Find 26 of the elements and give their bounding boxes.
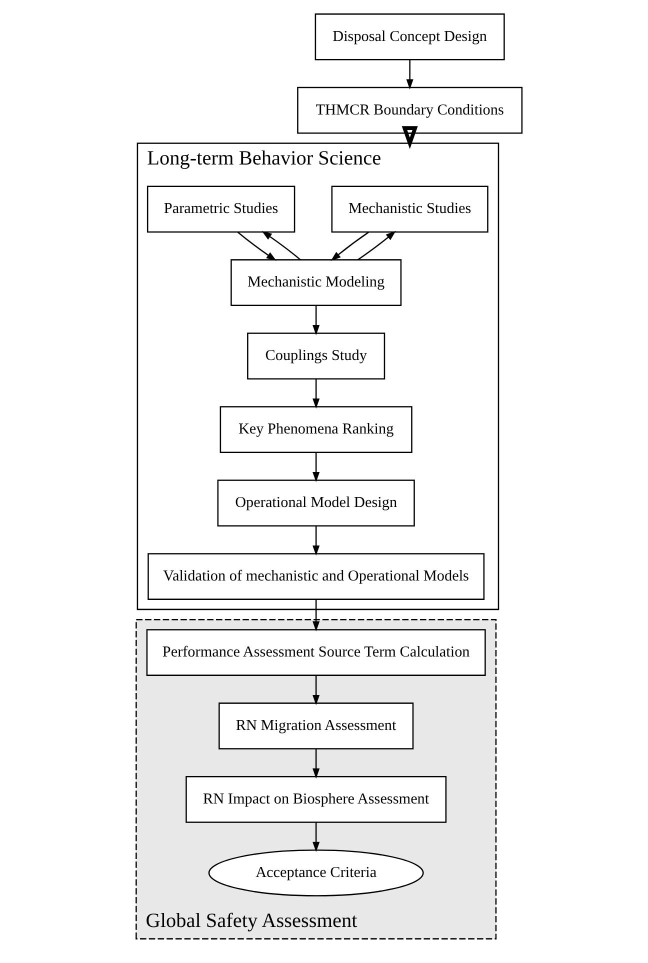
arrow	[330, 232, 370, 262]
arrow	[312, 599, 320, 632]
node-box: Validation of mechanistic and Operational Models	[148, 553, 485, 600]
node-box: RN Migration Assessment	[218, 702, 414, 750]
arrow	[406, 60, 414, 90]
arrow	[312, 526, 320, 556]
arrow	[312, 306, 320, 336]
node-box: Key Phenomena Ranking	[220, 406, 412, 453]
node-box: Operational Model Design	[217, 480, 415, 526]
node-box: Mechanistic Studies	[331, 186, 488, 233]
node-ellipse: Acceptance Criteria	[208, 850, 424, 896]
node-box: RN Impact on Biosphere Assessment	[186, 776, 447, 823]
node-box: Performance Assessment Source Term Calculation	[146, 629, 486, 676]
arrow	[237, 232, 276, 261]
arrow	[312, 675, 320, 706]
arrow	[312, 379, 320, 409]
node-box: Parametric Studies	[146, 186, 296, 233]
arrow	[312, 748, 320, 779]
arrow	[262, 231, 301, 260]
arrow	[357, 230, 396, 260]
node-box: Disposal Concept Design	[314, 13, 505, 60]
arrow	[312, 822, 320, 852]
node-box: Couplings Study	[247, 332, 386, 380]
arrow	[312, 452, 320, 482]
node-box: Mechanistic Modeling	[230, 259, 402, 306]
arrow	[402, 126, 418, 150]
